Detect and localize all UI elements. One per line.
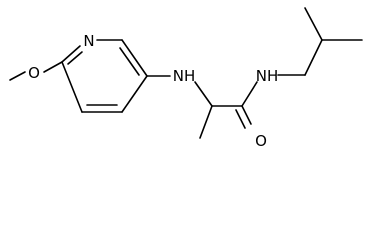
molecule-svg: O N NH NH O <box>9 7 363 150</box>
bond-ch2-ch <box>304 39 323 76</box>
bond-ring-c2-c3 <box>121 39 148 77</box>
structure-diagram: O N NH NH O <box>9 7 363 150</box>
bond-ring-c5-c6 <box>61 61 83 113</box>
atom-label-carbonyl-oxygen: O <box>255 132 267 150</box>
bond-amine-alpha-carbon <box>194 81 213 107</box>
atom-label-pyridine-nitrogen: N <box>83 32 94 50</box>
bond-ring-c6-n1 <box>61 45 81 63</box>
bond-methyl-oxygen <box>9 71 26 81</box>
atom-label-methoxy-oxygen: O <box>28 64 40 82</box>
bond-carbonyl-amide <box>241 81 258 107</box>
bond-ring-c2-c3-inner <box>119 47 140 76</box>
bond-carbonyl-oxygen-b <box>235 109 246 129</box>
bond-oxygen-ring <box>43 61 63 73</box>
bond-ring-c3-c4 <box>121 75 148 113</box>
atom-label-amide-nh: NH <box>256 67 279 85</box>
atom-label-amine-nh: NH <box>173 67 196 85</box>
bond-ring-c6-n1-inner <box>67 51 83 65</box>
bond-carbonyl-oxygen-a <box>241 105 252 125</box>
bond-alpha-methyl <box>199 105 213 139</box>
bond-ch-methyl-up <box>304 7 323 41</box>
